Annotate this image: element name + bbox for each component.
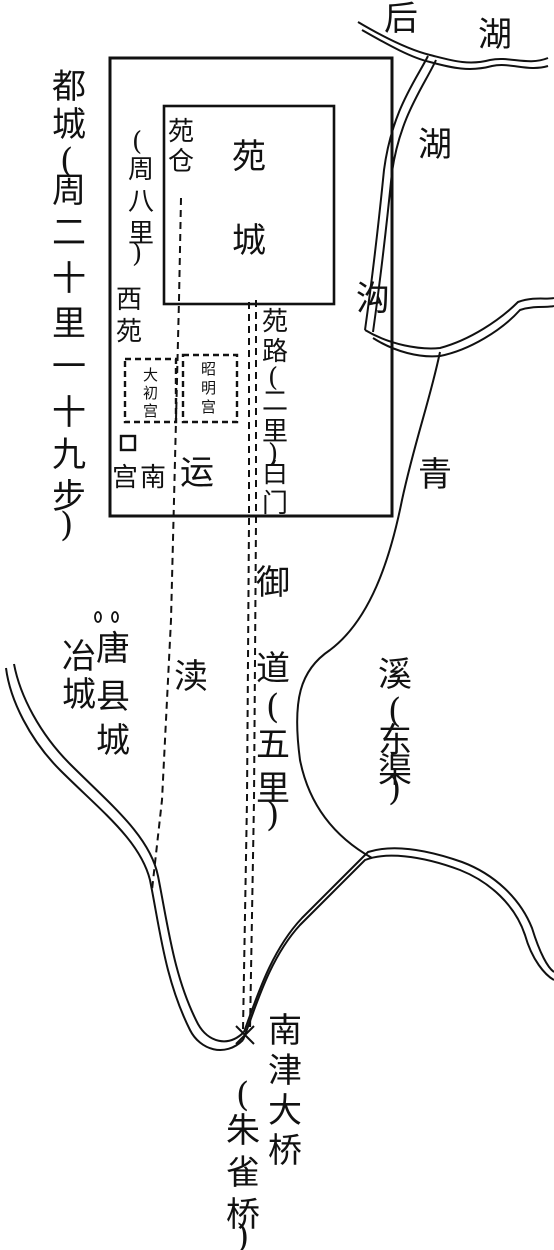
imperial-road bbox=[242, 302, 250, 1031]
label-yuancang-1: 苑 bbox=[168, 117, 194, 147]
label-zhou-4: 里 bbox=[128, 219, 154, 249]
label-capital-1: 都 bbox=[52, 67, 86, 107]
label-zhuque-4: 桥 bbox=[226, 1195, 260, 1235]
label-zhou-5: ) bbox=[132, 239, 142, 269]
label-yuanlu-5: 里 bbox=[262, 417, 288, 447]
label-xi-2: ( bbox=[388, 691, 401, 731]
label-yuanlu-3: ( bbox=[268, 363, 278, 393]
qinhuai-river-east-2 bbox=[243, 847, 554, 1033]
label-yuanlu-6: ) bbox=[268, 439, 278, 469]
label-dachu-1: 大 bbox=[143, 366, 158, 384]
east-branch bbox=[364, 297, 554, 350]
label-nanjin-4: 桥 bbox=[268, 1131, 302, 1171]
label-zhou-1: ( bbox=[132, 127, 142, 157]
label-zhuque-5: ) bbox=[236, 1217, 249, 1250]
label-capital-3: ( bbox=[60, 141, 73, 181]
label-yuanlu-1: 苑 bbox=[262, 307, 288, 337]
label-capital-9: 十 bbox=[52, 393, 86, 433]
label-qing: 青 bbox=[418, 455, 452, 495]
label-zhuque-1: ( bbox=[236, 1075, 249, 1115]
capital-city-wall bbox=[108, 56, 394, 518]
south-palace-marker bbox=[119, 434, 137, 452]
label-hugou-2: 沟 bbox=[356, 279, 390, 319]
label-nanjin-3: 大 bbox=[268, 1091, 302, 1131]
label-nangong-2: 南 bbox=[140, 463, 166, 493]
label-zhuque-2: 朱 bbox=[226, 1111, 260, 1151]
label-yuancheng-2: 城 bbox=[232, 221, 266, 261]
label-yuancang-2: 仓 bbox=[168, 147, 194, 177]
label-capital-2: 城 bbox=[52, 105, 86, 145]
qinhuai-river-west-2 bbox=[13, 663, 245, 1043]
label-capital-10: 九 bbox=[52, 435, 86, 475]
label-zhou-2: 周 bbox=[128, 155, 154, 185]
label-dachu-3: 宫 bbox=[143, 402, 158, 420]
qingxi-stream bbox=[296, 351, 441, 859]
hou-lake-channel-2 bbox=[361, 29, 549, 70]
label-tangxian-1: 唐 bbox=[96, 629, 130, 669]
hou-lake-channel bbox=[357, 21, 549, 64]
qinhuai-river-west bbox=[5, 667, 244, 1051]
east-branch-2 bbox=[372, 305, 554, 358]
label-xi-4: 渠 bbox=[378, 751, 412, 791]
label-zhou-3: 八 bbox=[128, 187, 154, 217]
hugou-ditch-2 bbox=[372, 59, 437, 333]
label-zhaoming-1: 昭 bbox=[201, 360, 216, 378]
label-nanjin-2: 津 bbox=[268, 1051, 302, 1091]
label-capital-11: 步 bbox=[52, 477, 86, 517]
label-nanjin-1: 南 bbox=[268, 1011, 302, 1051]
yundu-canal bbox=[151, 197, 182, 891]
label-yudao-1: 御 bbox=[256, 563, 290, 603]
label-hou: 后 bbox=[384, 0, 418, 39]
label-yun: 运 bbox=[180, 453, 214, 493]
label-baimen-1: 白 bbox=[262, 459, 288, 489]
label-yudao-5: 里 bbox=[256, 769, 290, 809]
label-yudao-2: 道 bbox=[256, 649, 290, 689]
label-capital-7: 里 bbox=[52, 304, 86, 344]
qinhuai-river-east bbox=[242, 854, 554, 1041]
label-capital-4: 周 bbox=[52, 171, 86, 211]
label-capital-5: 二 bbox=[52, 213, 86, 253]
label-yuancheng-1: 苑 bbox=[232, 137, 266, 177]
label-zhaoming-3: 宫 bbox=[201, 398, 216, 416]
label-yuanlu-4: 二 bbox=[262, 387, 288, 417]
label-hugou-1: 湖 bbox=[418, 125, 452, 165]
label-baimen-2: 门 bbox=[262, 489, 288, 519]
label-xi-1: 溪 bbox=[378, 655, 412, 695]
label-yudao-6: ) bbox=[266, 795, 279, 835]
label-yecheng-1: 冶 bbox=[62, 637, 96, 677]
park-road bbox=[249, 300, 257, 1031]
label-yuanlu-2: 路 bbox=[262, 337, 288, 367]
label-xiyuan-2: 苑 bbox=[116, 317, 142, 347]
yecheng-marker-1 bbox=[94, 611, 102, 623]
label-yecheng-2: 城 bbox=[62, 675, 96, 715]
label-xiyuan-1: 西 bbox=[116, 285, 142, 315]
label-dachu-2: 初 bbox=[143, 384, 158, 402]
label-du: 渎 bbox=[174, 657, 208, 697]
label-capital-8: 一 bbox=[52, 347, 86, 387]
label-zhaoming-2: 明 bbox=[201, 379, 216, 397]
label-xi-5: ) bbox=[388, 769, 401, 809]
label-yudao-4: 五 bbox=[256, 725, 290, 765]
label-tangxian-2: 县 bbox=[96, 677, 130, 717]
label-yudao-3: ( bbox=[266, 687, 279, 727]
label-tangxian-3: 城 bbox=[96, 721, 130, 761]
hugou-ditch bbox=[364, 55, 429, 331]
zhuque-bridge-mark bbox=[235, 1025, 255, 1045]
label-hu-top: 湖 bbox=[478, 15, 512, 55]
yecheng-marker-2 bbox=[111, 611, 119, 623]
label-xi-3: 东 bbox=[378, 721, 412, 761]
label-capital-6: 十 bbox=[52, 259, 86, 299]
label-zhuque-3: 雀 bbox=[226, 1153, 260, 1193]
label-nangong-1: 宫 bbox=[112, 463, 138, 493]
label-capital-12: ) bbox=[60, 505, 73, 545]
